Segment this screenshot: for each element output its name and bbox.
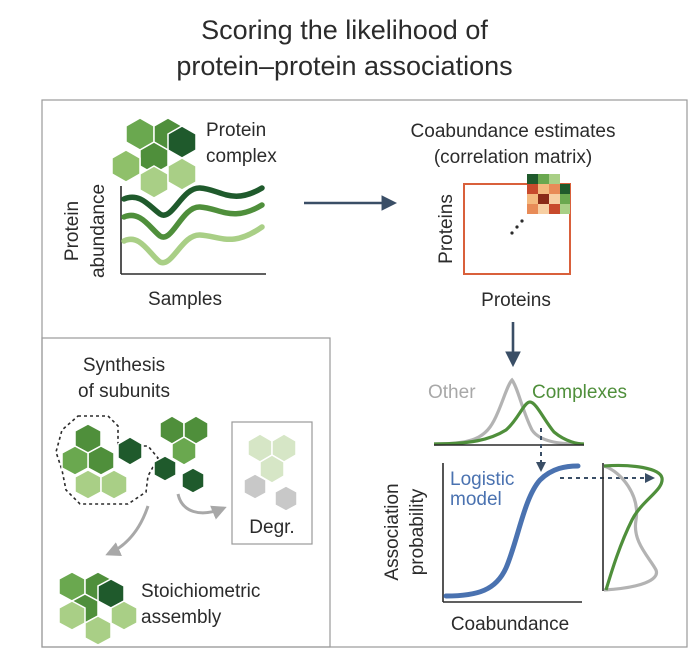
figure-title-line-2: protein–protein associations	[176, 51, 513, 81]
protein-complex-icon	[111, 117, 197, 199]
assembled-complex-icon	[58, 571, 138, 646]
matrix-heat-block	[527, 174, 570, 214]
abundance-plot	[120, 185, 266, 275]
logistic-model-label-1: Logistic	[450, 469, 514, 490]
synthesis-title-2: of subunits	[78, 381, 170, 402]
matrix-x-label: Proteins	[481, 290, 551, 311]
posterior-other	[603, 464, 659, 592]
nascent-complex-icon	[55, 415, 159, 505]
synthesis-frame	[41, 337, 331, 648]
assembly-label-1: Stoichiometric	[141, 581, 260, 602]
protein-complex-label-2: complex	[206, 146, 277, 167]
logistic-y-label-2: probability	[407, 488, 428, 575]
correlation-matrix	[463, 183, 571, 275]
assembly-label-2: assembly	[141, 607, 222, 628]
arrow-to-degradation	[176, 493, 227, 520]
posterior-density-plot	[602, 463, 664, 592]
matrix-title-1: Coabundance estimates	[411, 121, 616, 142]
abundance-line-dark	[121, 185, 265, 218]
figure-title-line-1: Scoring the likelihood of	[201, 15, 488, 45]
logistic-plot	[442, 463, 582, 603]
degraded-subunits-icon	[243, 433, 298, 512]
other-label: Other	[428, 382, 476, 403]
logistic-y-label-1: Association	[382, 483, 403, 580]
matrix-title-2: (correlation matrix)	[434, 147, 592, 168]
degradation-box	[231, 421, 313, 545]
posterior-complexes	[603, 463, 664, 591]
abundance-x-label: Samples	[148, 289, 222, 310]
synthesis-title-1: Synthesis	[83, 355, 165, 376]
abundance-line-light	[121, 224, 265, 266]
free-subunits-icon	[153, 415, 209, 494]
abundance-line-mid	[121, 202, 265, 240]
protein-complex-label-1: Protein	[206, 120, 266, 141]
density-complexes	[433, 400, 585, 446]
matrix-y-label: Proteins	[436, 194, 457, 264]
matrix-ellipsis	[510, 219, 524, 235]
complexes-label: Complexes	[532, 382, 627, 403]
logistic-x-label: Coabundance	[451, 614, 569, 635]
arrow-to-assembly	[105, 505, 150, 556]
abundance-y-label-1: Protein	[62, 201, 83, 261]
logistic-curve	[443, 463, 581, 599]
abundance-y-label-2: abundance	[88, 184, 109, 278]
degradation-label: Degr.	[249, 517, 294, 538]
logistic-model-label-2: model	[450, 489, 502, 510]
